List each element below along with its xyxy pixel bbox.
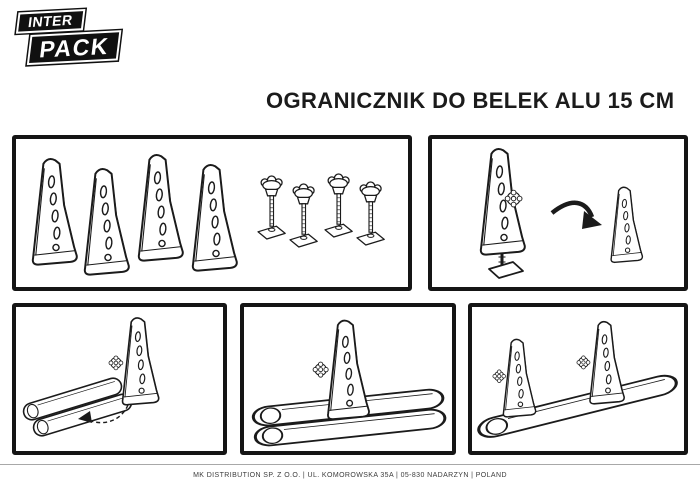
wing-bolt-icon: [289, 183, 318, 248]
wing-bolt-icon: [356, 181, 385, 246]
page-title: OGRANICZNIK DO BELEK ALU 15 CM: [266, 88, 675, 113]
panel-install-step-2: [240, 303, 456, 455]
parts-overview-diagram: [31, 154, 385, 276]
logo-inter-text: INTER: [27, 11, 74, 31]
install-step-3-diagram: [475, 320, 680, 442]
stop-icon: [327, 319, 370, 421]
panel-assembly-step: [428, 135, 688, 291]
stop-icon: [31, 158, 78, 266]
stop-icon: [191, 164, 238, 272]
panel-install-step-1: [12, 303, 227, 455]
stop-icon: [589, 320, 625, 405]
logo-pack-box: PACK: [26, 29, 122, 66]
assembly-step-diagram: [479, 148, 644, 279]
stop-icon: [121, 317, 160, 406]
knob-icon: [312, 361, 329, 378]
footer-address: MK DISTRIBUTION SP. Z O.O. | UL. KOMOROW…: [193, 472, 507, 479]
logo-inter-box: INTER: [15, 9, 85, 34]
stop-icon: [83, 168, 130, 276]
wing-bolt-icon: [324, 173, 353, 238]
interpack-logo: INTER PACK: [15, 7, 122, 66]
arrow-icon: [550, 200, 595, 218]
knob-icon: [492, 369, 506, 383]
footer: MK DISTRIBUTION SP. Z O.O. | UL. KOMOROW…: [0, 464, 700, 479]
install-step-1-diagram: [20, 317, 160, 439]
stop-icon: [502, 338, 537, 418]
install-step-2-diagram: [250, 319, 448, 449]
knob-icon: [108, 355, 124, 371]
knob-icon: [576, 355, 591, 370]
panel-parts-overview: [12, 135, 412, 291]
stop-icon: [137, 154, 184, 262]
arrowhead-icon: [582, 211, 602, 229]
logo-pack-text: PACK: [38, 32, 111, 63]
stop-icon: [610, 186, 644, 264]
arrowhead-icon: [78, 411, 92, 423]
wing-bolt-icon: [257, 175, 286, 240]
base-plate: [488, 261, 524, 279]
panel-install-step-3: [468, 303, 688, 455]
